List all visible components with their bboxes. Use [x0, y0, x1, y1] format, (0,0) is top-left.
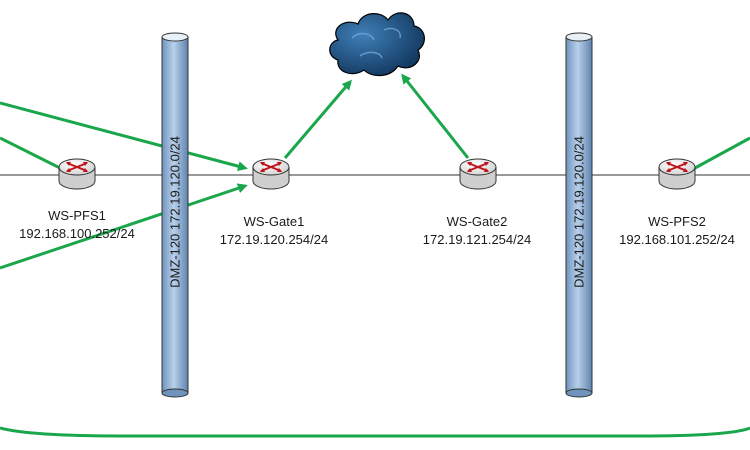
- link-gate1-cloud: [283, 79, 352, 159]
- router-ip: 192.168.101.252/24: [619, 232, 735, 247]
- router-icon: [58, 158, 96, 190]
- links: [0, 73, 750, 438]
- router-label-ws-pfs2: WS-PFS2 192.168.101.252/24: [619, 213, 735, 249]
- segment-label-left: DMZ-120 172.19.120.0/24: [167, 136, 183, 288]
- router-ip: 172.19.121.254/24: [422, 232, 532, 247]
- router-icon: [658, 158, 696, 190]
- link-pfs2-right: [694, 136, 750, 170]
- router-label-ws-gate2: WS-Gate2 172.19.121.254/24: [423, 213, 531, 249]
- segment-pipe-left: [161, 32, 189, 398]
- segment-label-right: DMZ-120 172.19.120.0/24: [571, 136, 587, 288]
- router-name: WS-Gate2: [446, 214, 508, 229]
- router-icon: [459, 158, 497, 190]
- router-label-ws-pfs1: WS-PFS1 192.168.100.252/24: [19, 207, 135, 243]
- link-left-lower: [0, 183, 248, 270]
- link-gate2-cloud: [401, 73, 470, 159]
- router-icon: [252, 158, 290, 190]
- cloud-icon: [329, 12, 425, 77]
- router-ip: 172.19.120.254/24: [219, 232, 329, 247]
- link-left-pfs1: [0, 136, 61, 170]
- link-bottom-loop: [0, 426, 750, 438]
- router-name: WS-PFS1: [48, 208, 106, 223]
- router-name: WS-Gate1: [243, 214, 305, 229]
- segment-pipe-right: [565, 32, 593, 398]
- link-left-upper: [0, 101, 248, 172]
- router-ip: 192.168.100.252/24: [19, 226, 135, 241]
- router-label-ws-gate1: WS-Gate1 172.19.120.254/24: [220, 213, 328, 249]
- router-name: WS-PFS2: [648, 214, 706, 229]
